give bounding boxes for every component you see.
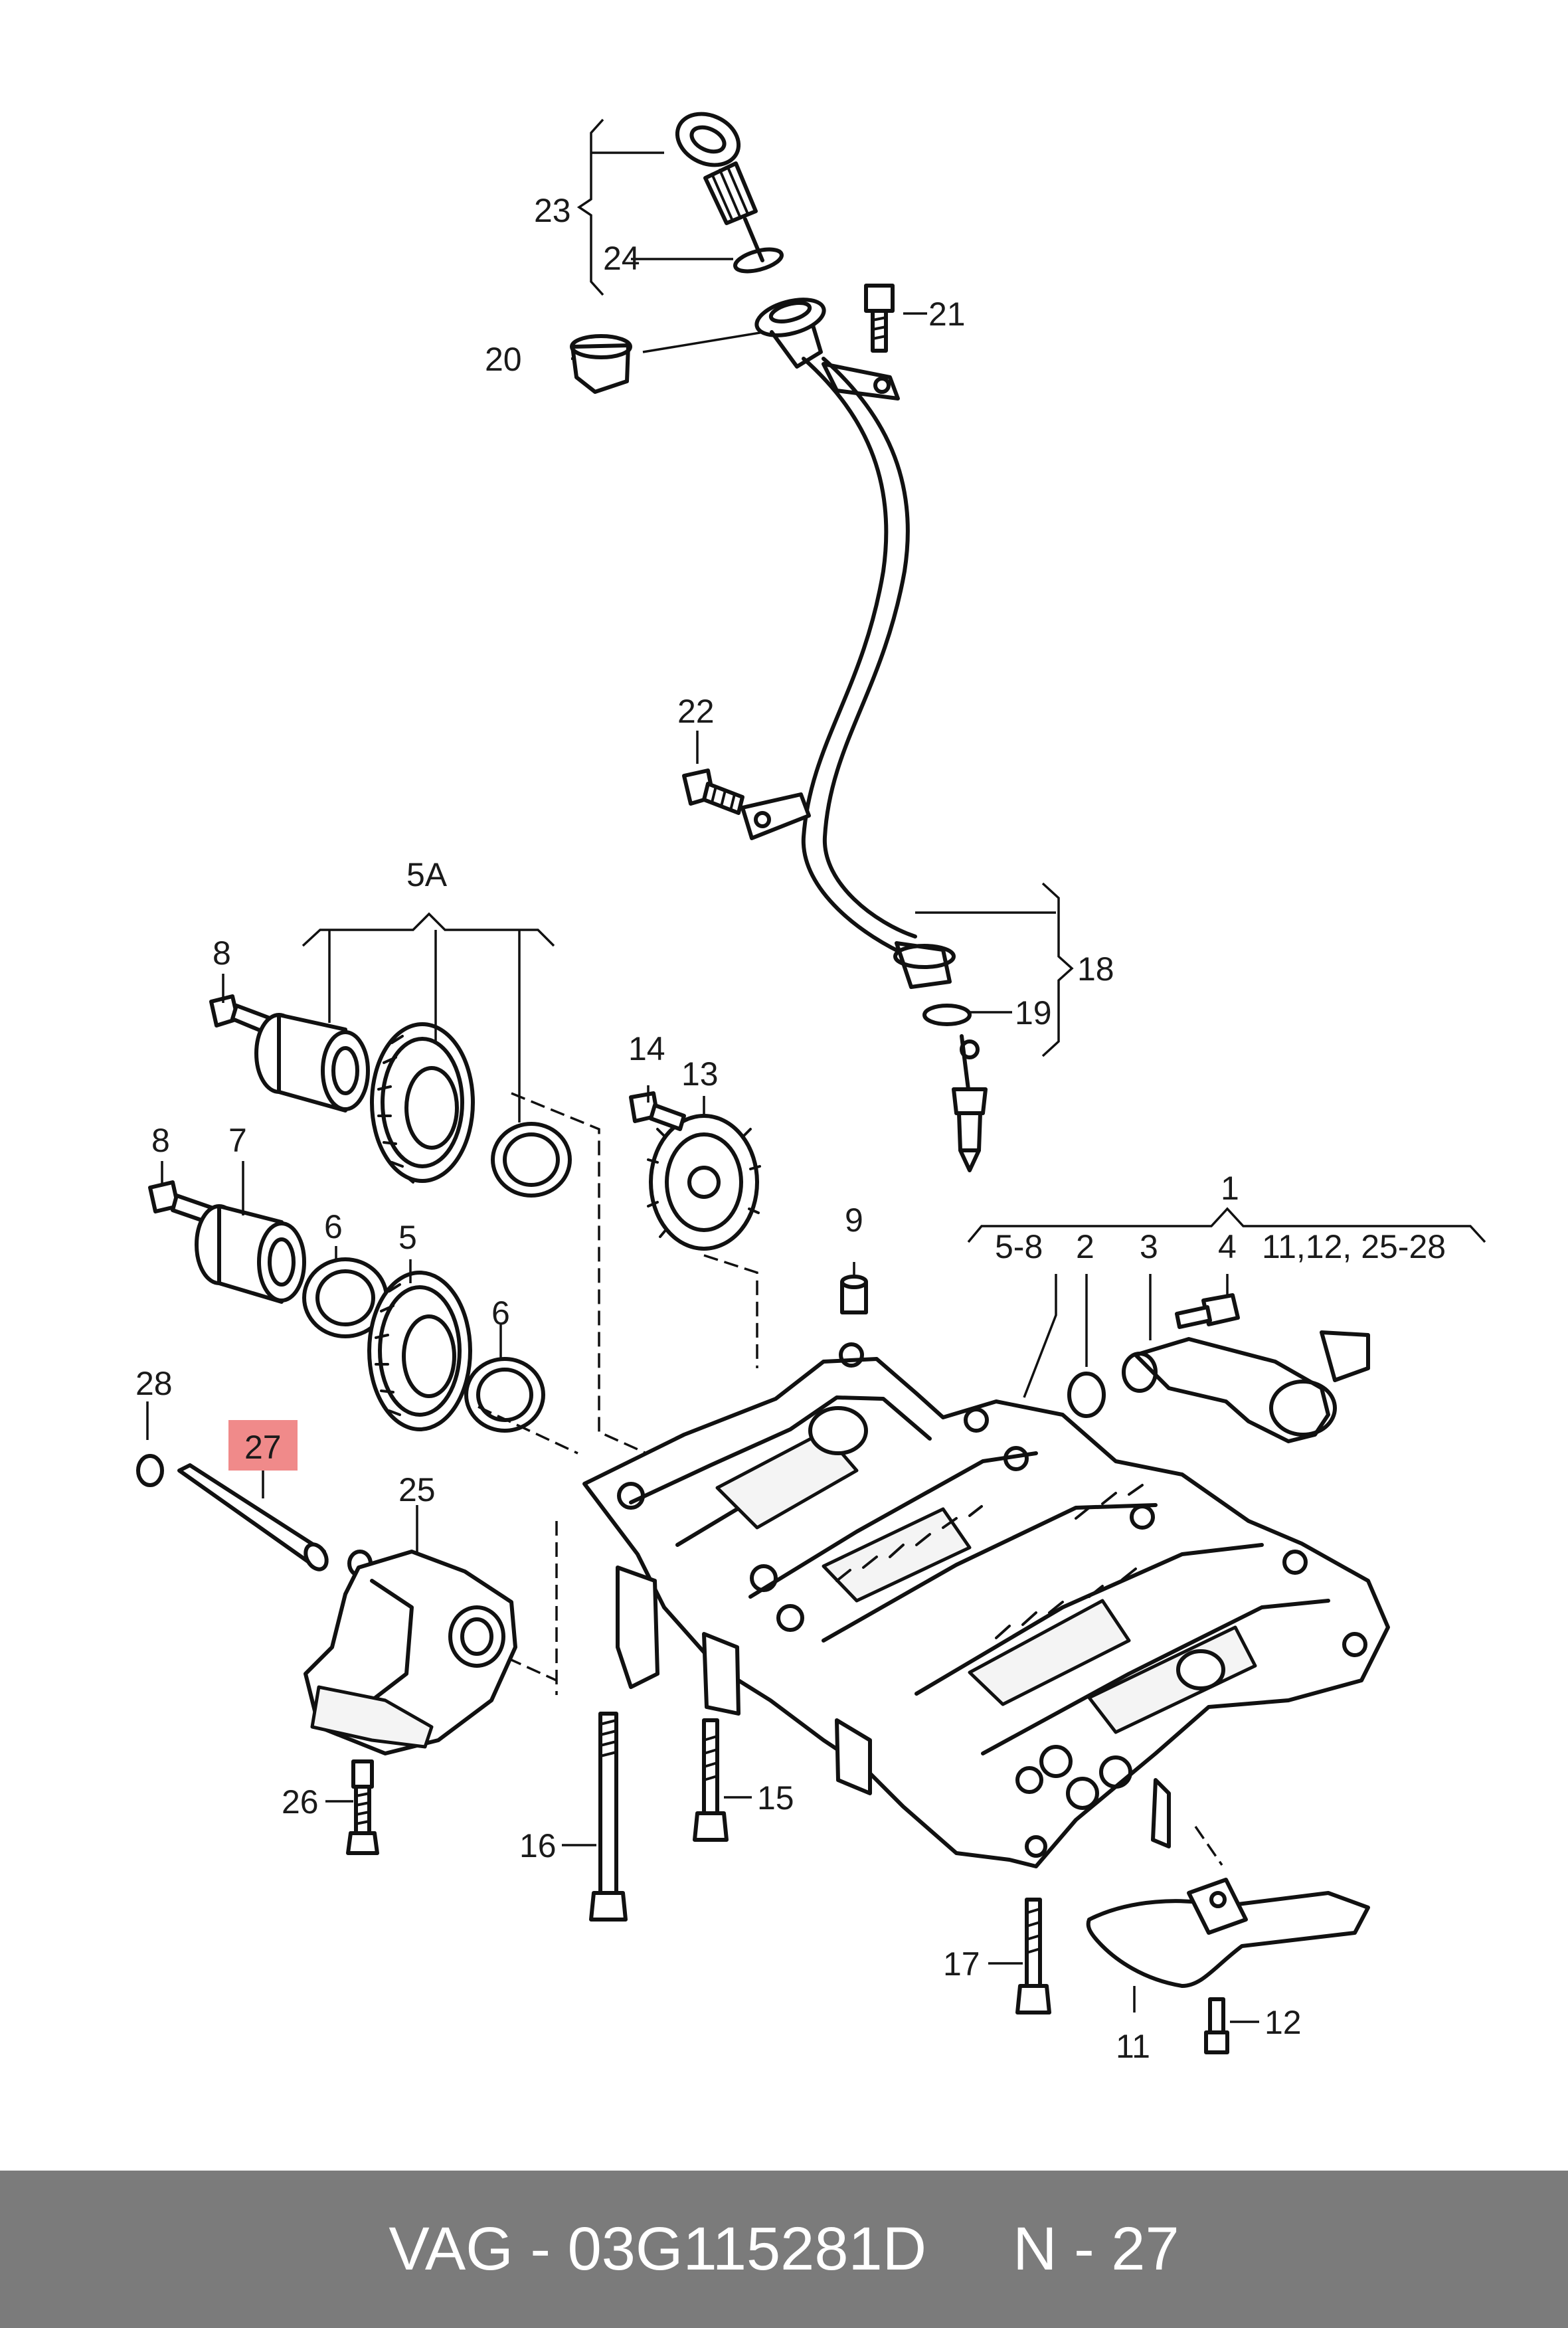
callout-12: 12 [1264, 2004, 1302, 2041]
callout-23: 23 [534, 192, 571, 229]
callout-26: 26 [282, 1783, 319, 1821]
callout-4: 4 [1218, 1228, 1237, 1265]
callout-14: 14 [628, 1030, 665, 1067]
callout-16: 16 [519, 1827, 557, 1864]
callout-19: 19 [1015, 994, 1052, 1031]
callout-3: 3 [1140, 1228, 1158, 1265]
callout-9: 9 [845, 1202, 863, 1239]
highlight-box-27 [228, 1420, 298, 1471]
callout-5: 5 [398, 1219, 417, 1256]
brand-part-number: VAG - 03G115281D [389, 2215, 927, 2283]
callout-7: 7 [228, 1122, 247, 1159]
callout-24: 24 [603, 240, 640, 277]
callout-11-12-25-28: 11,12, 25-28 [1262, 1228, 1446, 1265]
oil-pump [136, 1454, 517, 1855]
dipstick-assembly [570, 112, 988, 1172]
callout-15: 15 [757, 1779, 794, 1817]
callout-27: 27 [244, 1429, 282, 1466]
callout-8-top: 8 [213, 935, 231, 972]
balancer-housing [582, 1275, 1390, 2054]
callout-13: 13 [681, 1055, 719, 1093]
diagram-position: N - 27 [1013, 2215, 1179, 2283]
callout-1: 1 [1221, 1170, 1239, 1207]
callout-8-bottom: 8 [151, 1122, 170, 1159]
callout-20: 20 [485, 341, 522, 378]
leader-lines [146, 118, 1486, 2023]
callout-11: 11 [1116, 2028, 1150, 2065]
exploded-parts-diagram: 23 24 20 21 22 18 19 5A 8 8 7 14 13 6 5 … [135, 112, 1486, 2065]
callout-2: 2 [1076, 1228, 1094, 1265]
callout-6-right: 6 [491, 1295, 510, 1332]
callout-22: 22 [677, 693, 715, 730]
callout-5a: 5A [406, 856, 448, 893]
callout-6-left: 6 [324, 1208, 343, 1245]
gear-set [148, 994, 761, 1433]
callout-21: 21 [928, 296, 966, 333]
callout-25: 25 [398, 1471, 436, 1508]
callout-labels: 23 24 20 21 22 18 19 5A 8 8 7 14 13 6 5 … [135, 192, 1446, 2065]
callout-18: 18 [1077, 950, 1114, 988]
callout-17: 17 [943, 1945, 980, 1983]
part-number-footer: VAG - 03G115281D N - 27 [0, 2171, 1568, 2328]
callout-5-8: 5-8 [995, 1228, 1043, 1265]
callout-28: 28 [135, 1365, 173, 1402]
